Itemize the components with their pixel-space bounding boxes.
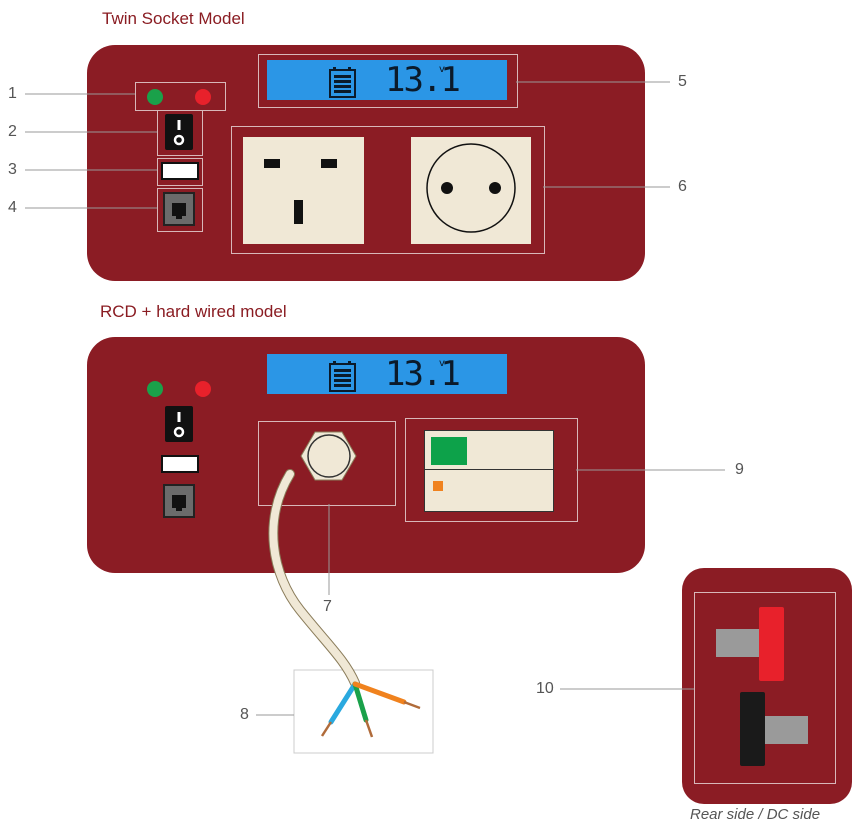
callout-4: 4 — [8, 199, 17, 216]
callout-6: 6 — [678, 178, 687, 195]
schuko-socket-icon[interactable] — [411, 137, 531, 244]
leader-lines — [25, 81, 725, 716]
callout-10: 10 — [536, 680, 554, 697]
callout-7: 7 — [323, 598, 332, 615]
socket-frame — [231, 126, 545, 254]
lcd-display: 13.1 v — [267, 60, 507, 100]
rcd-green-button[interactable] — [431, 437, 467, 465]
usb-port-icon[interactable] — [161, 162, 199, 180]
voltage-readout: 13.1 — [385, 60, 461, 100]
voltage-unit-2: v — [439, 358, 445, 369]
callout-5: 5 — [678, 73, 687, 90]
dc-terminal-icon[interactable] — [716, 607, 784, 681]
lcd-frame — [258, 54, 518, 108]
switch-symbol-2 — [173, 412, 185, 438]
callout-9: 9 — [735, 461, 744, 478]
rj11-port-icon[interactable] — [163, 192, 195, 226]
gland-frame — [258, 421, 396, 506]
rj11-frame — [157, 188, 203, 232]
rear-frame — [694, 592, 836, 784]
callout-8: 8 — [240, 706, 249, 723]
wire-ends-icon — [320, 681, 421, 738]
rear-side-caption: Rear side / DC side — [690, 806, 821, 823]
cable-gland-icon[interactable] — [300, 431, 357, 481]
usb-port-icon-2[interactable] — [161, 455, 199, 473]
rcd-model-title: RCD + hard wired model — [100, 302, 287, 321]
callout-2: 2 — [8, 123, 17, 140]
rj11-symbol-2 — [172, 495, 186, 511]
rj11-port-icon-2[interactable] — [163, 484, 195, 518]
callout-1: 1 — [8, 85, 17, 102]
green-led — [147, 89, 163, 105]
usb-frame — [157, 158, 203, 186]
lcd-display-2: 13.1 v — [267, 354, 507, 394]
uk-socket-icon[interactable] — [243, 137, 364, 244]
rcd-breaker-icon[interactable] — [424, 430, 554, 512]
switch-frame — [157, 110, 203, 156]
schuko-socket-face — [426, 143, 516, 233]
battery-icon — [329, 361, 356, 392]
voltage-readout-2: 13.1 — [385, 354, 461, 394]
dc-terminal-icon[interactable] — [740, 692, 808, 766]
twin-socket-title: Twin Socket Model — [102, 9, 245, 28]
callout-3: 3 — [8, 161, 17, 178]
voltage-unit: v — [439, 64, 445, 75]
red-led — [195, 89, 211, 105]
rj11-symbol — [172, 203, 186, 219]
power-switch-icon-2[interactable] — [165, 406, 193, 442]
green-led-2 — [147, 381, 163, 397]
uk-socket-pins — [264, 159, 337, 224]
battery-icon — [329, 67, 356, 98]
rcd-orange-indicator — [433, 481, 443, 491]
rcd-divider — [425, 469, 553, 470]
switch-symbol — [173, 120, 185, 146]
power-switch-icon[interactable] — [165, 114, 193, 150]
red-led-2 — [195, 381, 211, 397]
